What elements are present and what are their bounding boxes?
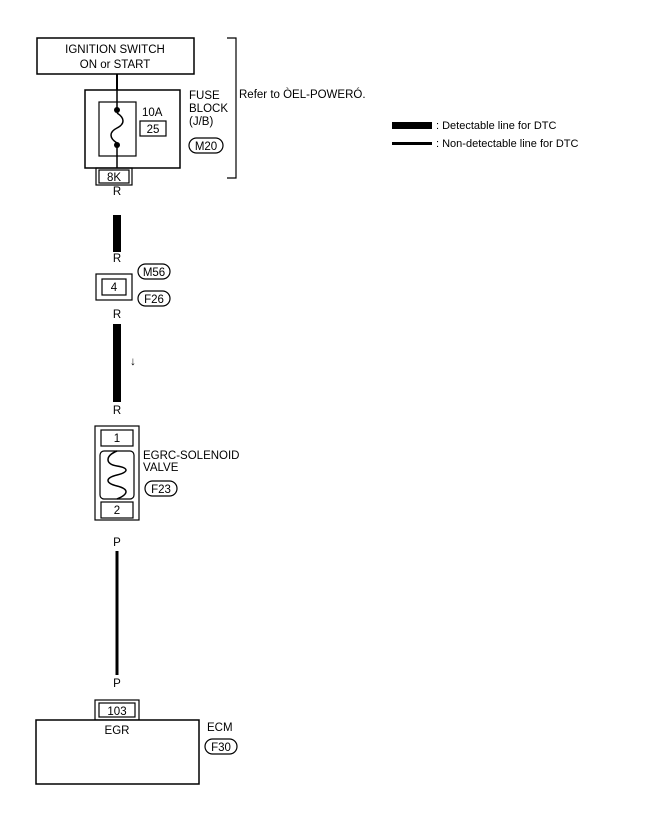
solenoid-terminal-out: 2 [114, 505, 120, 517]
ecm-connector-badge [204, 738, 238, 755]
solenoid-name-2: VALVE [143, 462, 179, 474]
ignition-switch: IGNITION SWITCH ON or START [36, 37, 195, 75]
reference-bracket [227, 37, 237, 179]
fuse-terminal-label: 8K [107, 172, 121, 184]
wire-color-r4: R [113, 405, 121, 417]
joint-connector-top-badge [137, 263, 171, 280]
legend: : Detectable line for DTC : Non-detectab… [392, 120, 579, 150]
joint-connector: 4 [95, 273, 133, 301]
joint-connector-bottom-badge [137, 290, 171, 307]
ecm-unit: 103 EGR [35, 699, 200, 785]
fuse-terminal: 8K [95, 167, 133, 186]
fuse-block-label-2: BLOCK [189, 103, 228, 115]
wire-color-r1: R [113, 186, 121, 198]
legend-detectable-swatch [392, 122, 432, 129]
fuse-block-connector-badge [188, 137, 224, 154]
refer-text: Refer to ÒEL-POWERÓ. [239, 88, 366, 101]
wire-color-r2: R [113, 253, 121, 265]
fuse-rating: 10A [142, 107, 163, 119]
ecm-connector: F30 [211, 742, 231, 754]
ecm-terminal: 103 [107, 706, 126, 718]
legend-non-detectable-swatch [392, 142, 432, 145]
ecm-name: ECM [207, 722, 233, 734]
joint-connector-top: M56 [143, 267, 165, 279]
current-direction-arrow: ↓ [130, 356, 136, 368]
solenoid-connector: F23 [151, 484, 171, 496]
wire-color-p1: P [113, 537, 121, 549]
joint-connector-bottom: F26 [144, 294, 164, 306]
fuse-block: 10A 25 [84, 89, 181, 169]
fuse-icon [110, 112, 124, 144]
joint-terminal: 4 [111, 282, 118, 294]
egrc-solenoid-valve: 1 2 [94, 425, 140, 521]
fuse-number: 25 [147, 124, 160, 136]
solenoid-coil-icon [107, 450, 127, 500]
wire-color-r3: R [113, 309, 121, 321]
solenoid-terminal-in: 1 [114, 433, 120, 445]
legend-detectable-label: : Detectable line for DTC [436, 120, 556, 132]
ecm-pin-name: EGR [105, 725, 130, 737]
legend-non-detectable-label: : Non-detectable line for DTC [436, 138, 579, 150]
wire-color-p2: P [113, 678, 121, 690]
solenoid-connector-badge [144, 480, 178, 497]
ignition-switch-state: ON or START [80, 59, 151, 71]
ignition-switch-label: IGNITION SWITCH [65, 44, 165, 56]
fuse-block-label-1: FUSE [189, 90, 220, 102]
solenoid-name-1: EGRC-SOLENOID [143, 450, 240, 462]
fuse-block-label-3: (J/B) [189, 116, 213, 128]
fuse-block-connector: M20 [195, 141, 217, 153]
